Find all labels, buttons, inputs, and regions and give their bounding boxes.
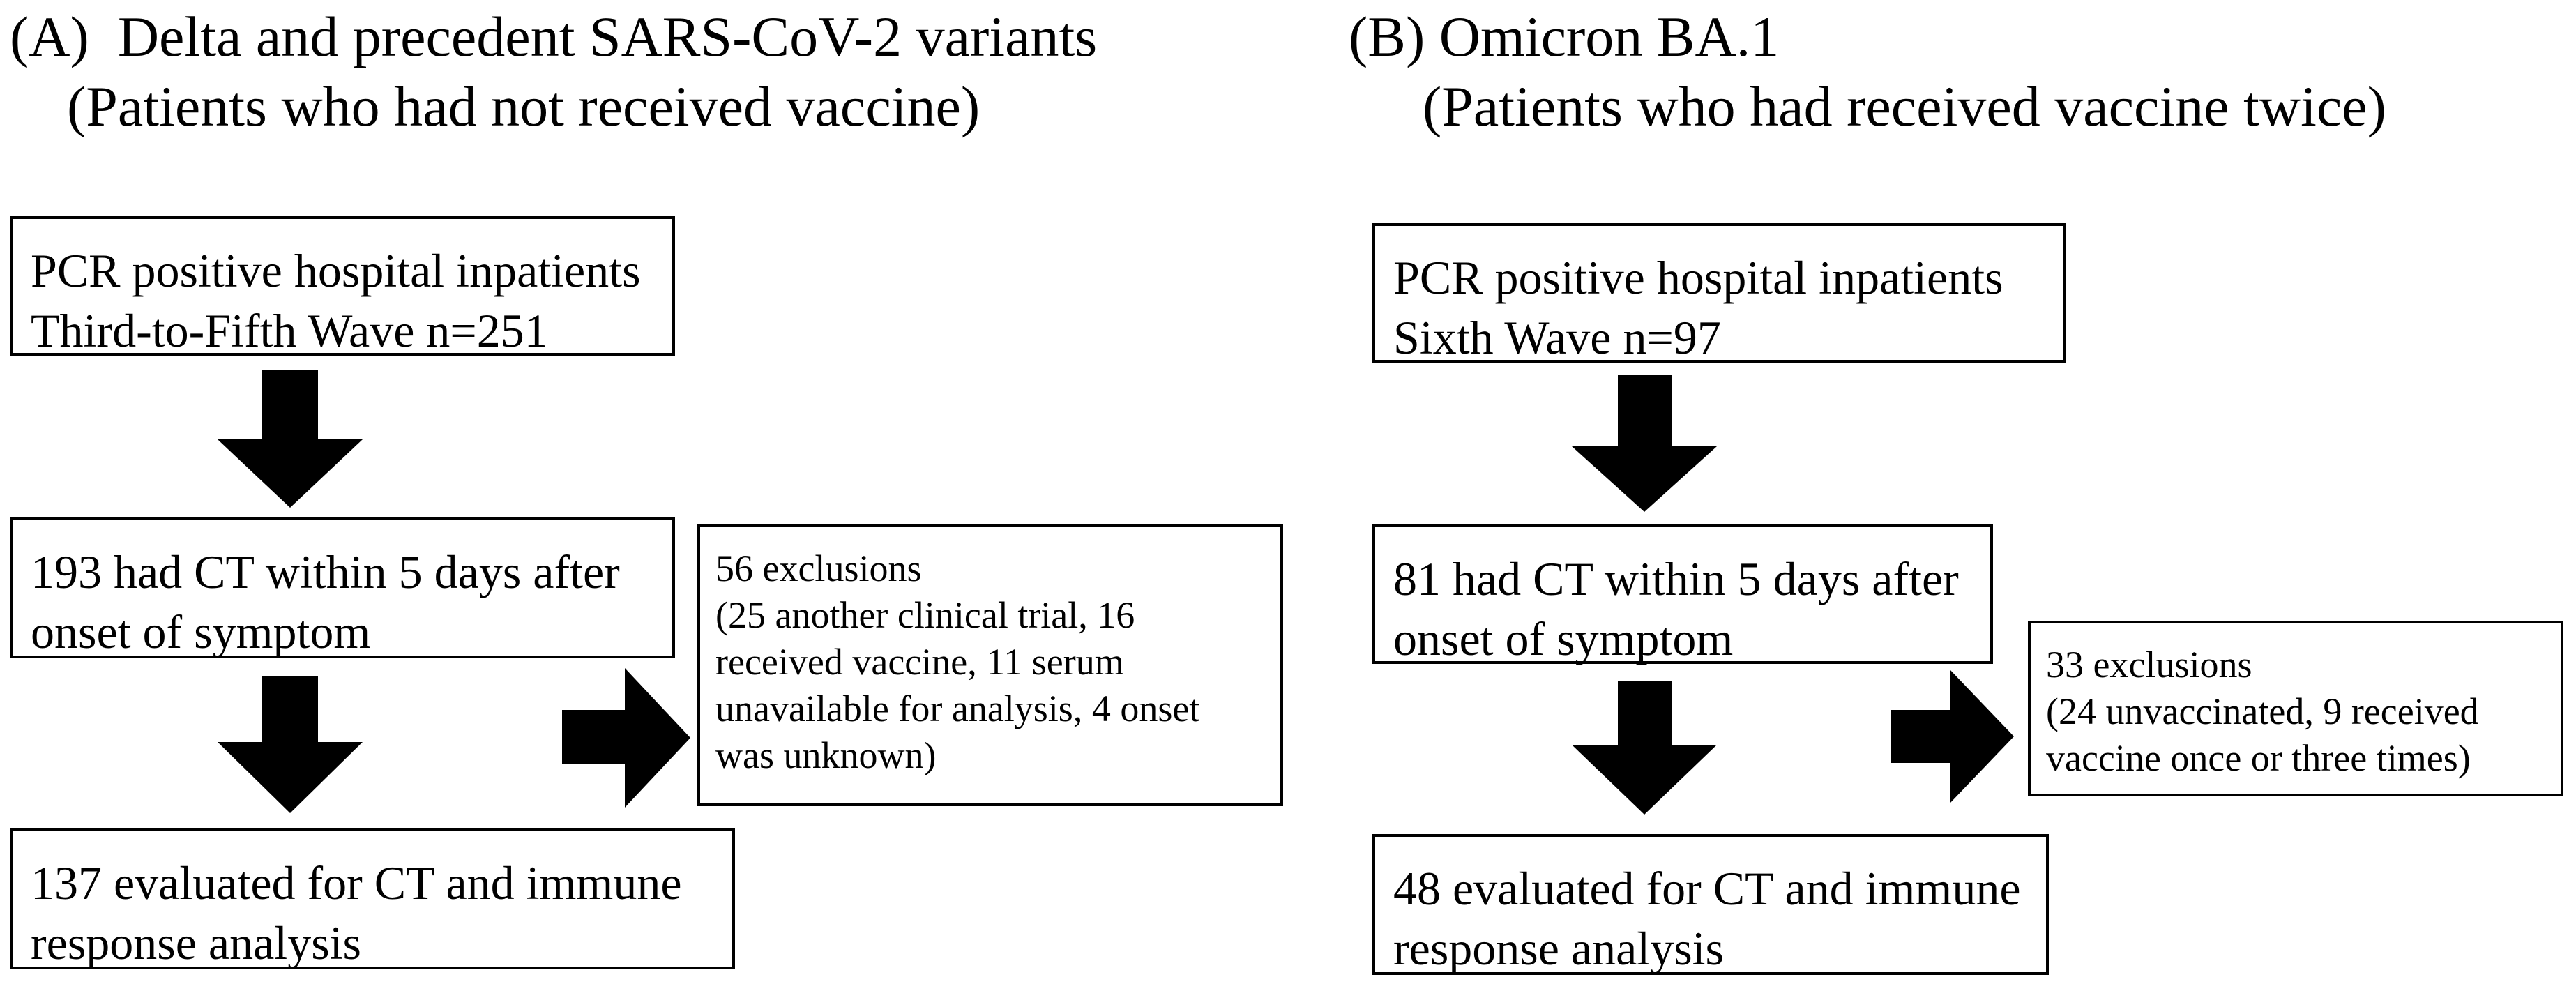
box-line: 48 evaluated for CT and immune — [1393, 862, 2021, 915]
panel-b-subtitle: (Patients who had received vaccine twice… — [1423, 75, 2386, 138]
panel-b-title: (B) Omicron BA.1 — [1349, 5, 1780, 68]
panel-b-box-inpatients: PCR positive hospital inpatients Sixth W… — [1372, 223, 2066, 364]
down-arrow-icon — [1572, 681, 1717, 815]
box-line: Third-to-Fifth Wave n=251 — [31, 303, 548, 357]
exclusion-line: received vaccine, 11 serum — [715, 640, 1124, 683]
exclusion-line: was unknown) — [715, 734, 937, 776]
box-line: PCR positive hospital inpatients — [1393, 251, 2003, 304]
box-line: Sixth Wave n=97 — [1393, 310, 1721, 364]
down-arrow-icon — [218, 370, 363, 508]
panel-a-box-evaluated: 137 evaluated for CT and immune response… — [10, 828, 735, 969]
exclusion-line: unavailable for analysis, 4 onset — [715, 687, 1200, 729]
right-arrow-icon — [1891, 669, 2014, 803]
down-arrow-icon — [1572, 375, 1717, 512]
exclusion-line: vaccine once or three times) — [2046, 736, 2471, 779]
right-arrow-icon — [562, 668, 690, 808]
down-arrow-icon — [218, 676, 363, 813]
panel-a-box-inpatients: PCR positive hospital inpatients Third-t… — [10, 216, 675, 357]
panel-a-box-ct: 193 had CT within 5 days after onset of … — [10, 517, 675, 658]
exclusion-line: 33 exclusions — [2046, 644, 2252, 686]
box-line: response analysis — [31, 916, 362, 969]
panel-b-box-evaluated: 48 evaluated for CT and immune response … — [1372, 834, 2049, 975]
box-line: onset of symptom — [31, 605, 371, 658]
panel-b-exclusions-box: 33 exclusions (24 unvaccinated, 9 receiv… — [2028, 621, 2563, 796]
box-line: PCR positive hospital inpatients — [31, 244, 641, 297]
exclusion-line: (24 unvaccinated, 9 received — [2046, 690, 2479, 732]
box-line: 137 evaluated for CT and immune — [31, 856, 682, 909]
box-line: response analysis — [1393, 921, 1725, 975]
panel-b-box-ct: 81 had CT within 5 days after onset of s… — [1372, 524, 1993, 665]
box-line: onset of symptom — [1393, 612, 1734, 665]
box-line: 193 had CT within 5 days after — [31, 545, 620, 598]
exclusion-line: 56 exclusions — [715, 547, 922, 589]
panel-a-title: (A) Delta and precedent SARS-CoV-2 varia… — [10, 5, 1098, 68]
exclusion-line: (25 another clinical trial, 16 — [715, 593, 1135, 636]
box-line: 81 had CT within 5 days after — [1393, 552, 1959, 605]
panel-a-exclusions-box: 56 exclusions (25 another clinical trial… — [697, 524, 1283, 806]
panel-a-subtitle: (Patients who had not received vaccine) — [67, 75, 980, 138]
